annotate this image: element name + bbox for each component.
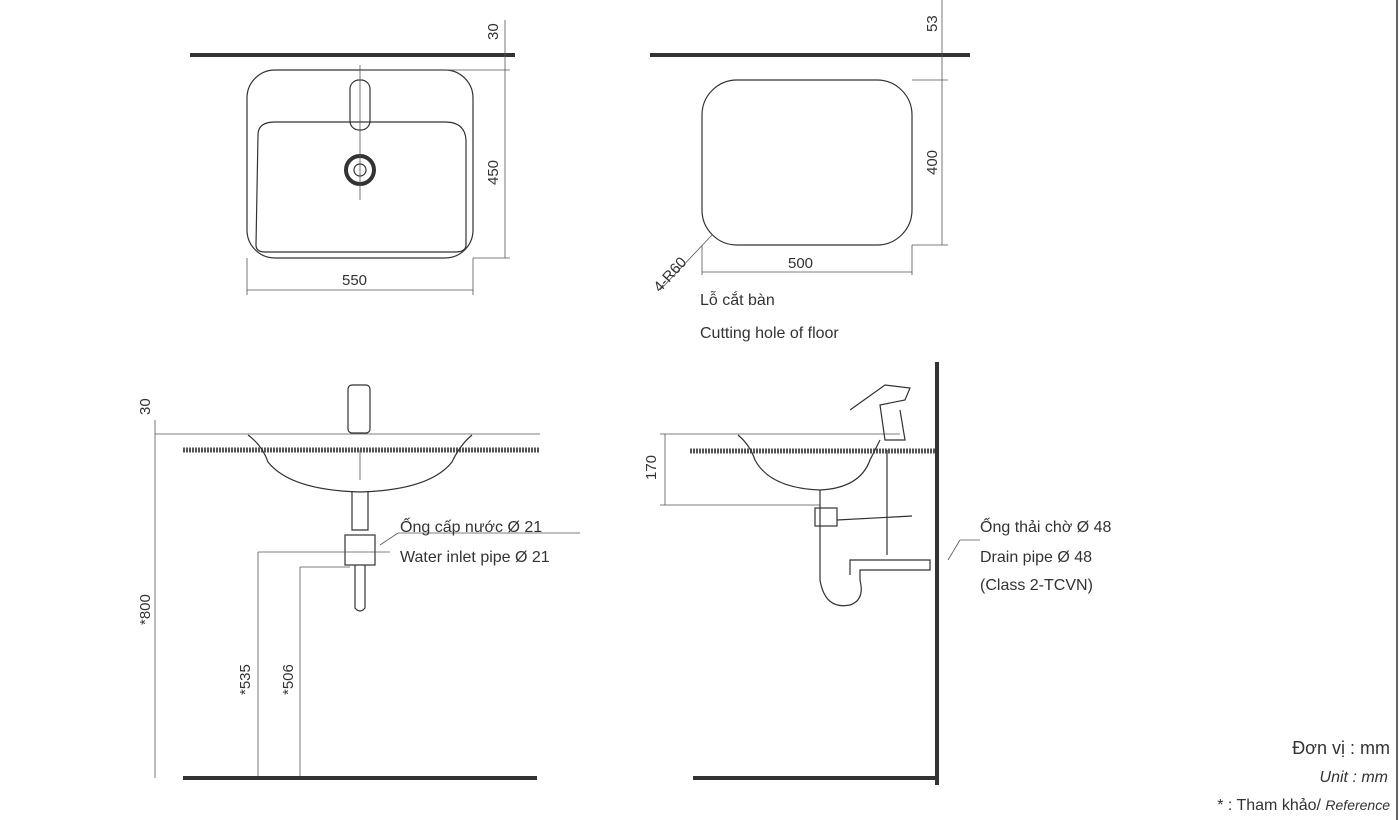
reference-en: Reference bbox=[1325, 797, 1390, 813]
dim-inlet-1: *535 bbox=[237, 664, 254, 695]
dim-counter: 30 bbox=[137, 398, 154, 415]
p-trap bbox=[819, 490, 931, 607]
drain-pipe bbox=[351, 492, 369, 531]
unit-en: Unit : mm bbox=[1320, 769, 1388, 786]
side-elevation-view: 170 Ống thải chờ Ø 48 Drain pipe Ø 48 (C… bbox=[643, 362, 1112, 785]
inlet-label-en: Water inlet pipe Ø 21 bbox=[400, 549, 550, 566]
dim-depth: 450 bbox=[485, 160, 502, 185]
dim-top-offset: 53 bbox=[924, 15, 941, 32]
top-plan-view: 30 450 550 bbox=[190, 20, 515, 295]
dim-corner-radius: 4-R60 bbox=[650, 254, 690, 296]
dim-depth: 400 bbox=[924, 150, 941, 175]
drain-class: (Class 2-TCVN) bbox=[980, 577, 1093, 594]
cutout-view: 53 400 500 4-R60 Lỗ cắt bàn Cutting hole… bbox=[650, 0, 970, 342]
faucet-icon bbox=[849, 384, 911, 441]
faucet-icon bbox=[347, 384, 371, 434]
drain-label-vi: Ống thải chờ Ø 48 bbox=[980, 516, 1112, 536]
front-elevation-view: 30 *800 *535 *506 Ống cấp nước Ø 21 Wate… bbox=[137, 384, 580, 780]
cut-hole-label-en: Cutting hole of floor bbox=[700, 325, 839, 342]
reference-note: * : Tham khảo/ Reference bbox=[1217, 797, 1390, 814]
dim-depth: 170 bbox=[643, 455, 660, 480]
dim-inlet-2: *506 bbox=[280, 664, 297, 695]
dim-height: *800 bbox=[137, 594, 154, 625]
basin-bowl bbox=[737, 434, 881, 491]
drain-fitting bbox=[814, 507, 838, 527]
dim-top-offset: 30 bbox=[485, 23, 502, 40]
inlet-label-vi: Ống cấp nước Ø 21 bbox=[400, 516, 542, 536]
basin-bowl bbox=[247, 434, 473, 493]
cut-hole-outline bbox=[701, 79, 913, 246]
units-legend: Đơn vị : mm Unit : mm * : Tham khảo/ Ref… bbox=[1217, 738, 1390, 814]
basin-bowl bbox=[255, 121, 467, 253]
drain-label-en: Drain pipe Ø 48 bbox=[980, 549, 1092, 566]
unit-vi: Đơn vị : mm bbox=[1292, 738, 1390, 758]
dim-width: 500 bbox=[788, 255, 813, 272]
dim-width: 550 bbox=[342, 272, 367, 289]
cut-hole-label-vi: Lỗ cắt bàn bbox=[700, 290, 775, 309]
reference-prefix: * : Tham khảo/ bbox=[1217, 797, 1325, 814]
valve bbox=[344, 534, 376, 566]
